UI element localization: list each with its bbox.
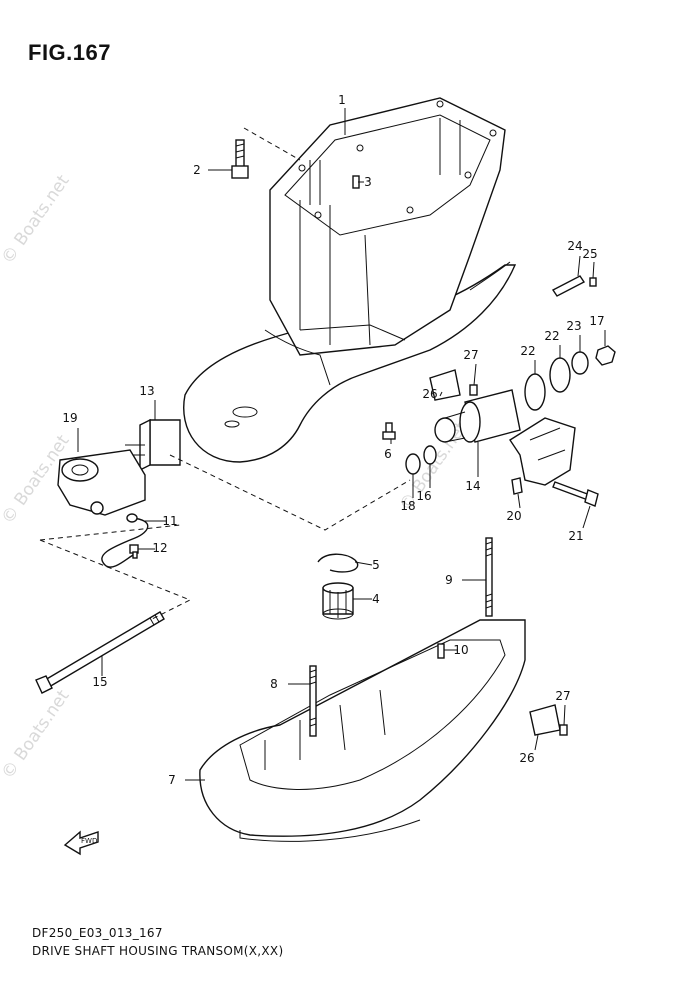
callout-number-6: 6 <box>384 447 392 461</box>
callout-number-19: 19 <box>62 411 77 425</box>
callout-number-12: 12 <box>152 541 167 555</box>
long-bolt-15 <box>35 611 165 694</box>
fwd-label: FWD <box>81 837 97 845</box>
callout-number-13: 13 <box>139 384 154 398</box>
bolt-2 <box>231 139 249 179</box>
screw-6 <box>382 422 396 440</box>
assembly-line <box>39 539 192 621</box>
callout-leader-line <box>439 391 443 397</box>
callout-number-18: 18 <box>400 499 415 513</box>
callout-number-3: 3 <box>364 175 372 189</box>
callouts: 1234567891011121314151617181920212222232… <box>62 93 606 787</box>
callout-number-27: 27 <box>463 348 478 362</box>
callout-number-26: 26 <box>422 387 437 401</box>
bolt-27 <box>559 724 568 736</box>
bolt-21 <box>552 481 599 507</box>
callout-number-25: 25 <box>582 247 597 261</box>
callout-number-16: 16 <box>416 489 431 503</box>
anode-26 <box>429 369 461 401</box>
assembly-line <box>39 524 181 541</box>
callout-number-7: 7 <box>168 773 176 787</box>
diagram-code: DF250_E03_013_167 <box>32 926 163 940</box>
callout-number-26: 26 <box>519 751 534 765</box>
watermark-text: © Boats.net <box>0 171 74 268</box>
nut-17 <box>595 345 616 366</box>
callout-number-1: 1 <box>338 93 346 107</box>
switch-13 <box>125 418 181 472</box>
anode-26 <box>529 704 561 736</box>
callout-number-5: 5 <box>372 558 380 572</box>
bracket-20 <box>509 417 576 495</box>
callout-number-15: 15 <box>92 675 107 689</box>
washer-22 <box>524 373 546 411</box>
callout-number-22: 22 <box>544 329 559 343</box>
fwd-arrow-icon: FWD <box>63 830 99 856</box>
screw-25 <box>589 277 597 287</box>
callout-number-11: 11 <box>162 514 177 528</box>
figure-title: FIG.167 <box>28 40 111 65</box>
callout-number-8: 8 <box>270 677 278 691</box>
lower-cover-7 <box>199 619 526 842</box>
callout-number-17: 17 <box>589 314 604 328</box>
rubber-mount-4 <box>322 582 354 620</box>
bolt-27 <box>469 384 478 396</box>
ground-wire-11 <box>101 513 149 568</box>
callout-number-21: 21 <box>568 529 583 543</box>
dowel-pin-10 <box>437 643 445 659</box>
callout-number-22: 22 <box>520 344 535 358</box>
clamp-19 <box>57 449 146 516</box>
washer-16 <box>423 445 437 465</box>
washer-22 <box>549 357 571 393</box>
callout-number-23: 23 <box>566 319 581 333</box>
callout-leader-line <box>592 261 595 279</box>
callout-number-4: 4 <box>372 592 380 606</box>
washer-23 <box>571 351 589 375</box>
callout-leader-line <box>354 561 373 566</box>
bushing-14 <box>434 389 521 443</box>
washer-18 <box>405 453 421 475</box>
callout-leader-line <box>517 493 521 509</box>
callout-number-10: 10 <box>453 643 468 657</box>
stud-9 <box>485 537 493 617</box>
callout-number-27: 27 <box>555 689 570 703</box>
callout-leader-line <box>563 704 566 726</box>
plate-24 <box>551 275 586 297</box>
callout-number-24: 24 <box>567 239 582 253</box>
diagram-description: DRIVE SHAFT HOUSING TRANSOM(X,XX) <box>32 944 284 958</box>
callout-number-20: 20 <box>506 509 521 523</box>
callout-number-9: 9 <box>445 573 453 587</box>
callout-leader-line <box>473 363 477 386</box>
callout-leader-line <box>534 734 539 751</box>
callout-number-2: 2 <box>193 163 201 177</box>
callout-leader-line <box>582 505 591 529</box>
clip-5 <box>317 553 359 573</box>
watermark-text: © Boats.net <box>0 686 74 783</box>
assembly-line <box>169 454 411 531</box>
callout-leader-line <box>577 255 581 277</box>
stud-8 <box>309 665 317 737</box>
callout-number-14: 14 <box>465 479 480 493</box>
drive-shaft-housing <box>183 97 517 463</box>
